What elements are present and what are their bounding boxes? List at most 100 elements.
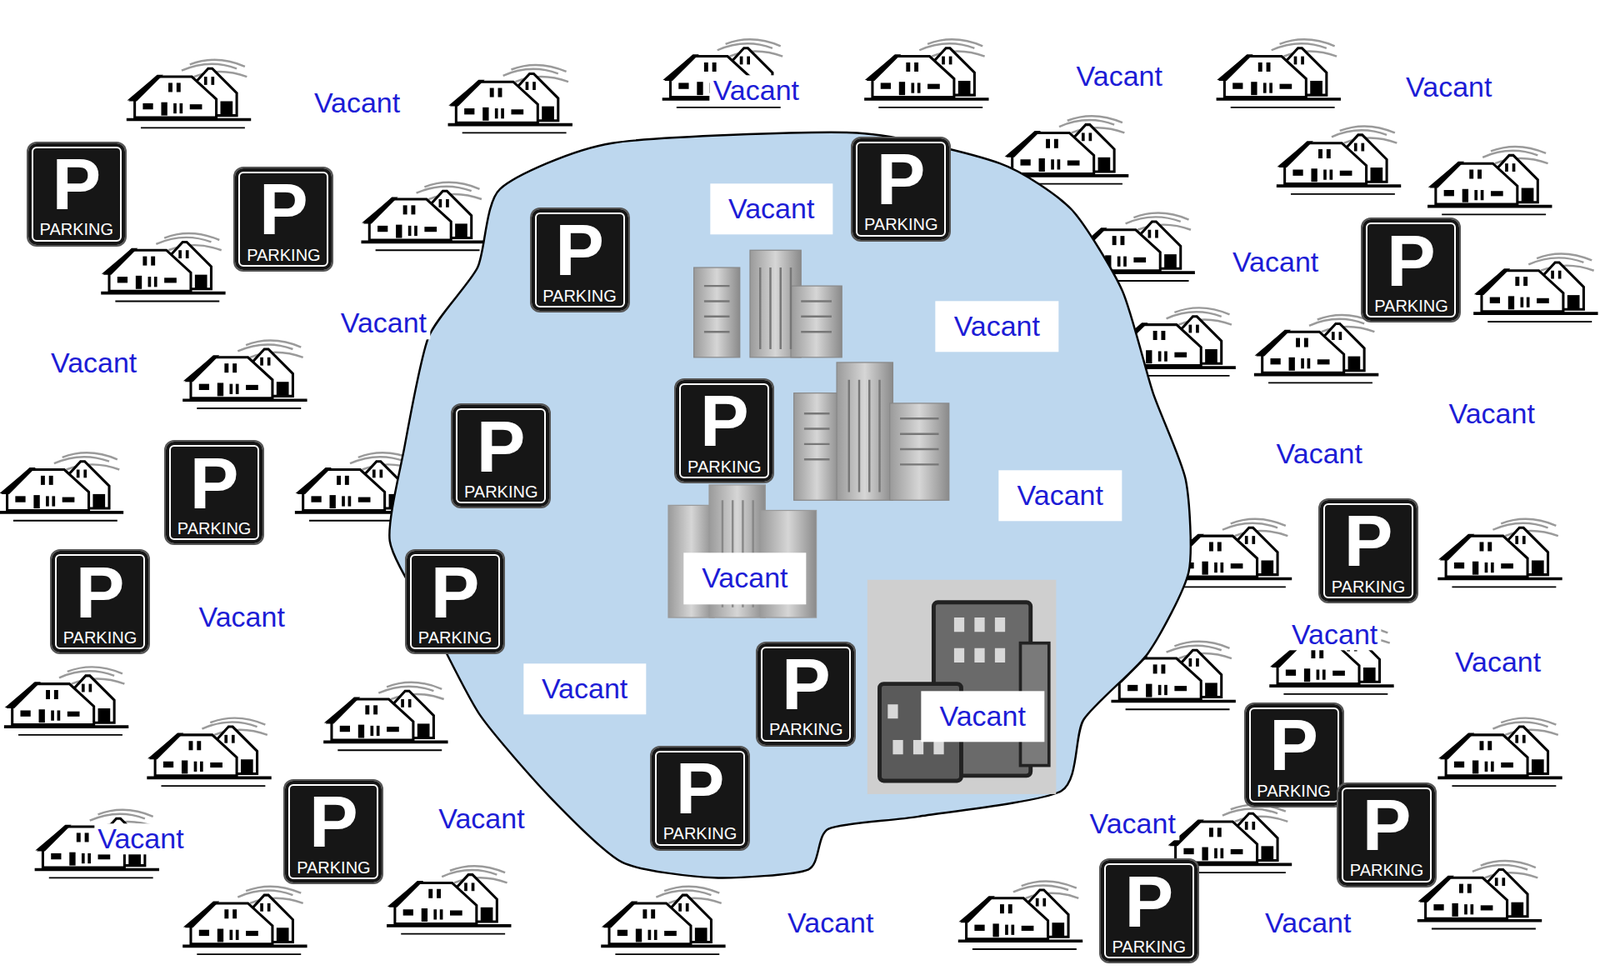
- vacant-label: Vacant: [523, 663, 646, 715]
- house-icon: [864, 39, 989, 107]
- tower-cluster: [694, 250, 843, 358]
- house-icon: [1417, 860, 1542, 929]
- parking-sign: PPARKING: [1338, 784, 1435, 886]
- house-icon: [600, 886, 725, 955]
- parking-caption: PARKING: [1331, 577, 1406, 596]
- parking-sign: PPARKING: [1362, 219, 1460, 321]
- house-icon: [126, 60, 251, 128]
- parking-letter: P: [75, 557, 125, 628]
- parking-caption: PARKING: [40, 220, 115, 239]
- parking-sign: PPARKING: [651, 747, 749, 850]
- parking-letter: P: [876, 144, 926, 215]
- house-icon: [1254, 315, 1379, 383]
- parking-sign: PPARKING: [165, 441, 263, 544]
- parking-letter: P: [555, 215, 605, 285]
- parking-sign: PPARKING: [1245, 704, 1343, 806]
- parking-sign: PPARKING: [285, 780, 382, 883]
- parking-caption: PARKING: [464, 482, 539, 501]
- parking-letter: P: [1362, 790, 1412, 860]
- vacant-label: Vacant: [710, 183, 833, 235]
- vacant-label: Vacant: [1451, 646, 1545, 678]
- parking-letter: P: [430, 557, 480, 628]
- parking-caption: PARKING: [1350, 860, 1425, 880]
- house-icon: [448, 65, 573, 133]
- parking-letter: P: [259, 174, 309, 245]
- house-icon: [1437, 519, 1562, 587]
- parking-caption: PARKING: [663, 824, 738, 843]
- parking-letter: P: [51, 149, 101, 220]
- parking-caption: PARKING: [1111, 937, 1186, 956]
- parking-letter: P: [781, 649, 831, 720]
- vacant-label: Vacant: [921, 690, 1045, 742]
- house-group: [0, 39, 1599, 955]
- parking-caption: PARKING: [1374, 296, 1449, 315]
- vacant-label: Vacant: [1229, 246, 1322, 278]
- house-icon: [1276, 125, 1401, 194]
- office-building: [867, 580, 1057, 795]
- parking-sign: PPARKING: [452, 405, 550, 507]
- tower-cluster: [794, 362, 950, 500]
- parking-sign: PPARKING: [757, 643, 855, 745]
- house-icon: [182, 340, 307, 409]
- parking-sign: PPARKING: [28, 143, 125, 245]
- parking-sign: PPARKING: [1320, 500, 1417, 602]
- house-icon: [146, 718, 271, 786]
- house-icon: [360, 182, 485, 250]
- vacant-label: Vacant: [435, 804, 528, 835]
- house-icon: [1216, 39, 1341, 107]
- parking-sign: PPARKING: [1100, 860, 1198, 962]
- house-icon: [1437, 718, 1562, 786]
- parking-caption: PARKING: [687, 457, 762, 476]
- parking-sign: PPARKING: [51, 550, 149, 653]
- parking-letter: P: [476, 411, 526, 482]
- parking-letter: P: [309, 786, 359, 857]
- parking-letter: P: [190, 448, 240, 519]
- vacant-label: Vacant: [1273, 438, 1366, 470]
- parking-caption: PARKING: [177, 519, 252, 538]
- house-icon: [958, 881, 1083, 950]
- parking-sign: PPARKING: [675, 380, 773, 482]
- vacant-label: Vacant: [1261, 907, 1355, 939]
- vacant-label: Vacant: [710, 75, 803, 106]
- vacant-label: Vacant: [784, 907, 877, 939]
- downtown-region: [389, 132, 1190, 879]
- house-icon: [0, 452, 124, 520]
- vacant-label: Vacant: [337, 307, 430, 339]
- house-icon: [386, 865, 511, 934]
- house-icon: [4, 666, 129, 735]
- parking-caption: PARKING: [296, 858, 371, 877]
- vacant-label: Vacant: [310, 87, 404, 119]
- vacant-label: Vacant: [47, 347, 140, 379]
- parking-caption: PARKING: [542, 286, 617, 305]
- parking-caption: PARKING: [246, 245, 321, 265]
- vacant-label: Vacant: [1445, 398, 1539, 430]
- vacant-label: Vacant: [1402, 72, 1495, 104]
- house-icon: [1427, 146, 1552, 215]
- parking-letter: P: [700, 385, 750, 456]
- vacant-label: Vacant: [999, 470, 1122, 521]
- parking-letter: P: [1124, 866, 1174, 937]
- tower-cluster: [668, 485, 817, 618]
- house-icon: [323, 682, 448, 750]
- parking-caption: PARKING: [418, 628, 493, 647]
- house-icon: [182, 886, 307, 955]
- parking-letter: P: [1269, 710, 1319, 780]
- parking-caption: PARKING: [864, 215, 939, 234]
- parking-caption: PARKING: [63, 628, 138, 647]
- parking-letter: P: [1344, 505, 1394, 576]
- parking-sign: PPARKING: [531, 209, 629, 311]
- parking-letter: P: [675, 753, 725, 824]
- parking-sign: PPARKING: [235, 168, 332, 270]
- vacant-label: Vacant: [1288, 619, 1381, 650]
- vacant-label: Vacant: [935, 300, 1059, 352]
- downtown-outline: [389, 132, 1190, 879]
- parking-caption: PARKING: [1256, 781, 1331, 800]
- parking-sign: PPARKING: [406, 550, 504, 653]
- vacant-label: Vacant: [683, 553, 806, 605]
- vacant-label: Vacant: [1073, 60, 1166, 92]
- parking-sign: PPARKING: [852, 138, 950, 240]
- house-icon: [1473, 253, 1598, 321]
- parking-letter: P: [1386, 225, 1436, 296]
- vacant-label: Vacant: [1086, 809, 1180, 840]
